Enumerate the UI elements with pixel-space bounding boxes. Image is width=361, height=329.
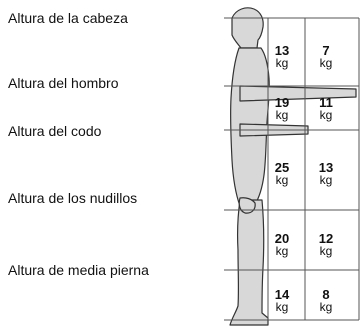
human-figure [229,7,357,326]
weight-unit: kg [275,300,289,314]
label-elbow-height: Altura del codo [8,123,102,139]
label-knuckle-height: Altura de los nudillos [8,190,138,206]
zone-grid [224,17,360,321]
weight-value: 7 [322,43,330,58]
cell-near-row-5: 14 kg [262,288,302,314]
weight-value: 13 [318,160,334,175]
weight-value: 25 [274,160,290,175]
weight-value: 20 [274,231,290,246]
cell-near-row-2: 19 kg [262,96,302,122]
weight-unit: kg [319,173,333,187]
cell-far-row-2: 11 kg [306,96,346,122]
cell-far-row-1: 7 kg [306,44,346,70]
weight-unit: kg [275,56,289,70]
label-shoulder-height: Altura del hombro [8,75,119,91]
label-mid-leg-height: Altura de media pierna [8,262,149,278]
label-head-height: Altura de la cabeza [8,10,128,26]
cell-far-row-4: 12 kg [306,232,346,258]
weight-value: 11 [319,95,333,110]
cell-far-row-3: 13 kg [306,161,346,187]
cell-far-row-5: 8 kg [306,288,346,314]
weight-value: 13 [274,43,290,58]
weight-value: 8 [322,287,330,302]
weight-value: 12 [318,231,334,246]
weight-unit: kg [275,108,289,122]
weight-unit: kg [319,244,333,258]
weight-unit: kg [275,173,289,187]
weight-unit: kg [319,56,333,70]
weight-value: 19 [274,95,290,110]
cell-near-row-4: 20 kg [262,232,302,258]
weight-unit: kg [319,108,333,122]
cell-near-row-1: 13 kg [262,44,302,70]
weight-value: 14 [274,287,290,302]
weight-unit: kg [319,300,333,314]
weight-unit: kg [275,244,289,258]
cell-near-row-3: 25 kg [262,161,302,187]
